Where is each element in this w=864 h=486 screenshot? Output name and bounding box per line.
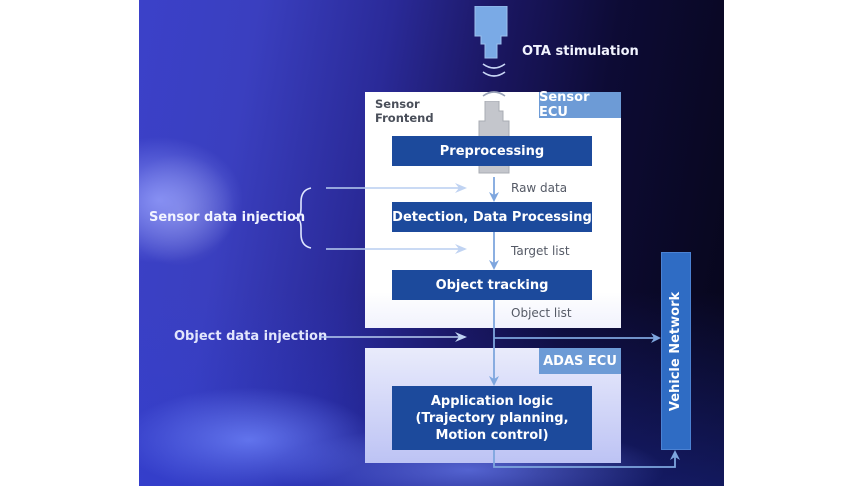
sensor-data-injection-label: Sensor data injection <box>149 210 306 225</box>
sensor-frontend-label: Sensor Frontend <box>375 97 434 125</box>
application-logic-line2: (Trajectory planning, <box>415 410 569 426</box>
object-list-label: Object list <box>511 306 572 320</box>
wireless-wave-icon <box>482 63 506 97</box>
raw-data-label: Raw data <box>511 181 568 195</box>
ota-antenna-icon <box>474 6 508 59</box>
preprocessing-block: Preprocessing <box>392 136 592 166</box>
sensor-ecu-tag: Sensor ECU <box>539 90 621 120</box>
target-list-label: Target list <box>511 244 570 258</box>
diagram-canvas: OTA stimulation Sensor ECU Sensor Fronte… <box>139 0 724 486</box>
sensor-frontend-line2: Frontend <box>375 111 434 125</box>
adas-ecu-tag: ADAS ECU <box>539 348 621 374</box>
vehicle-network-label: Vehicle Network <box>668 291 684 411</box>
vehicle-network-bar: Vehicle Network <box>661 252 691 450</box>
object-data-injection-label: Object data injection <box>174 329 328 344</box>
application-logic-line3: Motion control) <box>435 427 549 443</box>
application-logic-block: Application logic (Trajectory planning, … <box>392 386 592 450</box>
sensor-frontend-line1: Sensor <box>375 97 420 111</box>
ota-stimulation-label: OTA stimulation <box>522 44 639 59</box>
application-logic-line1: Application logic <box>430 393 554 409</box>
object-tracking-block: Object tracking <box>392 270 592 300</box>
detection-data-processing-block: Detection, Data Processing <box>392 202 592 232</box>
